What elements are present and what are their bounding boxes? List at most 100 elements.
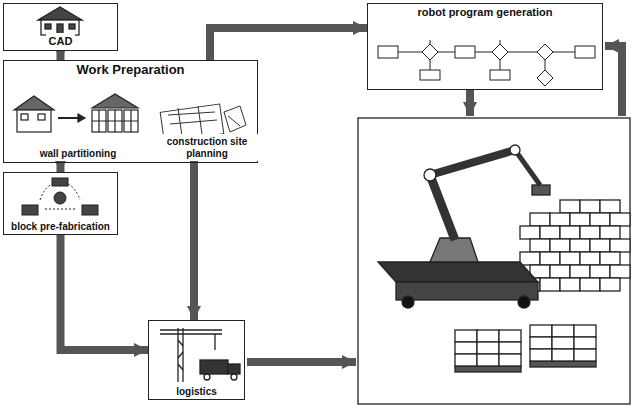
pallets-part [455, 330, 477, 342]
crane-truck-icon-part [231, 374, 237, 380]
block-wall-part [610, 213, 630, 226]
program-flowchart-icon [378, 40, 595, 86]
block-prefab-icon-part [45, 209, 75, 210]
pallets-part [530, 349, 552, 361]
pallets-part [455, 366, 521, 372]
block-prefab-icon-part [82, 205, 98, 215]
crane-truck-icon-part [214, 334, 215, 350]
block-wall-part [560, 278, 580, 291]
block-wall-part [560, 200, 580, 213]
pallets-part [574, 337, 596, 349]
flow-arrow [57, 163, 65, 172]
pallets-part [455, 342, 477, 354]
wall-partitioning-icon-part [38, 114, 45, 120]
block-wall-part [560, 226, 580, 239]
robot-vehicle [378, 145, 550, 308]
program-flowchart-icon-part [537, 70, 553, 86]
wall-partitioning-icon-part [130, 110, 131, 132]
pallets-part [477, 342, 499, 354]
block-prefab-icon [22, 178, 98, 215]
crane-truck-icon-part [228, 364, 240, 374]
cad-house-icon-part [45, 24, 51, 29]
box-label: block pre-fabrication [8, 219, 113, 235]
block-prefab-icon-part [40, 184, 52, 200]
pallets-part [574, 349, 596, 361]
block-wall-part [600, 278, 620, 291]
block-wall-part [570, 265, 590, 278]
box-label: Work Preparation [73, 61, 187, 80]
block-wall-part [530, 213, 550, 226]
block-wall-part [580, 226, 600, 239]
wall-partitioning-icon-part [58, 117, 78, 119]
block-wall-part [610, 265, 630, 278]
block-wall-part [550, 213, 570, 226]
box-label: construction site planning [154, 134, 260, 161]
site-plan-sketch-part [224, 106, 246, 132]
pallets-part [477, 330, 499, 342]
process-box: robot program generation [367, 3, 603, 90]
process-box: logistics [148, 320, 245, 400]
robot-vehicle-part [396, 282, 538, 300]
robot-cell [358, 118, 630, 404]
block-wall-part [550, 265, 570, 278]
block-wall-part [570, 239, 590, 252]
pallets-part [455, 354, 477, 366]
process-box: block pre-fabrication [3, 172, 118, 235]
block-wall [520, 200, 630, 291]
flow-arrow [190, 161, 198, 320]
flow-arrow [61, 235, 149, 350]
block-wall-part [520, 226, 540, 239]
box-label: logistics [173, 384, 220, 400]
pallets-part [574, 325, 596, 337]
block-prefab-icon-part [52, 178, 68, 186]
robot-vehicle-part [402, 296, 414, 308]
pallets-part [477, 354, 499, 366]
layout-arrows-part [247, 358, 356, 366]
block-wall-part [580, 252, 600, 265]
robot-vehicle-part [378, 262, 538, 282]
cad-house-icon-part [38, 7, 82, 20]
wall-partitioning-icon-part [17, 110, 51, 132]
layout-arrows [247, 46, 622, 362]
box-label: robot program generation [414, 4, 555, 21]
crane-truck-icon [160, 328, 240, 382]
block-wall-part [520, 252, 540, 265]
program-flowchart-icon-part [420, 70, 440, 80]
program-flowchart-icon-part [492, 44, 508, 60]
robot-vehicle-part [424, 169, 436, 181]
robot-vehicle-part [430, 150, 515, 175]
cad-house-icon [38, 7, 82, 35]
robot-vehicle-part [532, 185, 550, 195]
program-flowchart-icon-part [575, 46, 595, 58]
cad-house-icon-part [69, 24, 75, 29]
wall-partitioning-icon-part [98, 110, 99, 132]
site-plan-sketch-part [168, 112, 215, 115]
wall-partitioning-icon-part [78, 114, 85, 122]
sub-step: construction site planning [154, 103, 260, 161]
block-wall-part [580, 278, 600, 291]
program-flowchart-icon-part [455, 46, 475, 58]
sub-step: wall partitioning [7, 81, 149, 161]
block-wall-part [550, 239, 570, 252]
robot-vehicle-part [510, 145, 520, 155]
robot-vehicle-part [515, 150, 540, 185]
pallets-part [552, 337, 574, 349]
block-wall-part [600, 226, 620, 239]
wall-partitioning-icon-part [92, 94, 138, 108]
site-plan-sketch-part [170, 120, 217, 124]
robot-vehicle-part [430, 175, 455, 240]
program-flowchart-icon-part [378, 46, 398, 58]
block-wall-part [590, 213, 610, 226]
wall-partitioning-icon-part [21, 114, 28, 120]
block-wall-part [570, 213, 590, 226]
block-wall-part [600, 200, 620, 213]
pallets-part [552, 349, 574, 361]
crane-truck-icon-part [160, 329, 222, 330]
layout-arrows-part [466, 90, 474, 116]
pallets-part [499, 330, 521, 342]
crane-truck-icon-part [200, 360, 228, 374]
block-prefab-icon-part [68, 184, 80, 200]
crane-truck-icon-part [177, 328, 178, 382]
block-wall-part [540, 278, 560, 291]
